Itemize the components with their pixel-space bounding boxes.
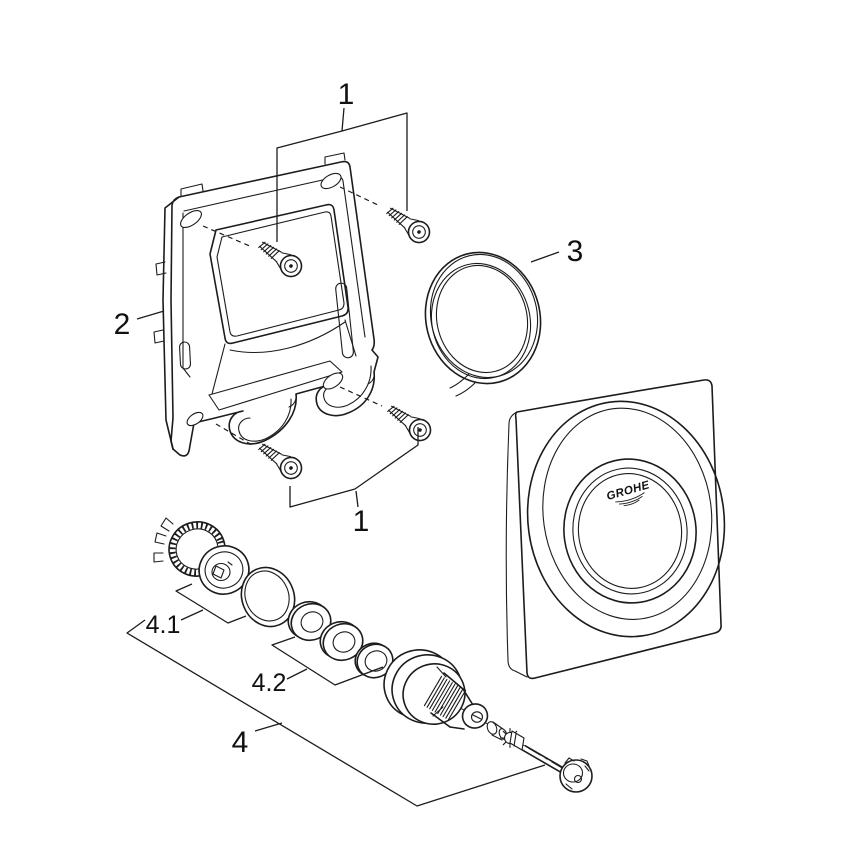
valve-assembly: [153, 517, 593, 793]
callout-screws-top: 1: [276, 78, 408, 242]
label-piston-group: 4.1: [146, 611, 181, 639]
label-screws-top: 1: [338, 78, 355, 111]
screw-top-right: [382, 200, 435, 248]
callout-mounting-frame: 2: [114, 308, 165, 341]
faceplate-part: GROHE: [505, 379, 726, 680]
spindle-rod: [486, 721, 593, 793]
callout-seal-ring: 3: [530, 235, 584, 268]
flush-button: [563, 458, 697, 604]
screw-bottom-left: [254, 436, 307, 484]
screw-guide-lines: [202, 186, 383, 446]
callout-piston-group: 4.1: [146, 583, 247, 639]
label-seal-kit-group: 4.2: [252, 669, 287, 697]
washer-2: [319, 620, 364, 662]
seal-ring-part: [424, 251, 542, 397]
callout-screws-bottom: 1: [289, 427, 419, 538]
screw-bottom-right: [383, 398, 436, 446]
mounting-frame-part: [153, 152, 379, 457]
threaded-bushing: [383, 649, 489, 730]
label-screws-bottom: 1: [353, 505, 370, 538]
o-ring: [240, 566, 296, 628]
washer-3: [354, 642, 394, 679]
washer-1: [287, 600, 332, 642]
label-seal-ring: 3: [567, 235, 584, 268]
label-valve-assembly: 4: [232, 726, 249, 759]
crown-cap: [559, 757, 593, 793]
label-mounting-frame: 2: [114, 308, 131, 341]
callout-seal-kit-group: 4.2: [252, 636, 384, 697]
piston-cartridge: [153, 517, 250, 595]
callout-valve-assembly: 4: [126, 619, 546, 807]
